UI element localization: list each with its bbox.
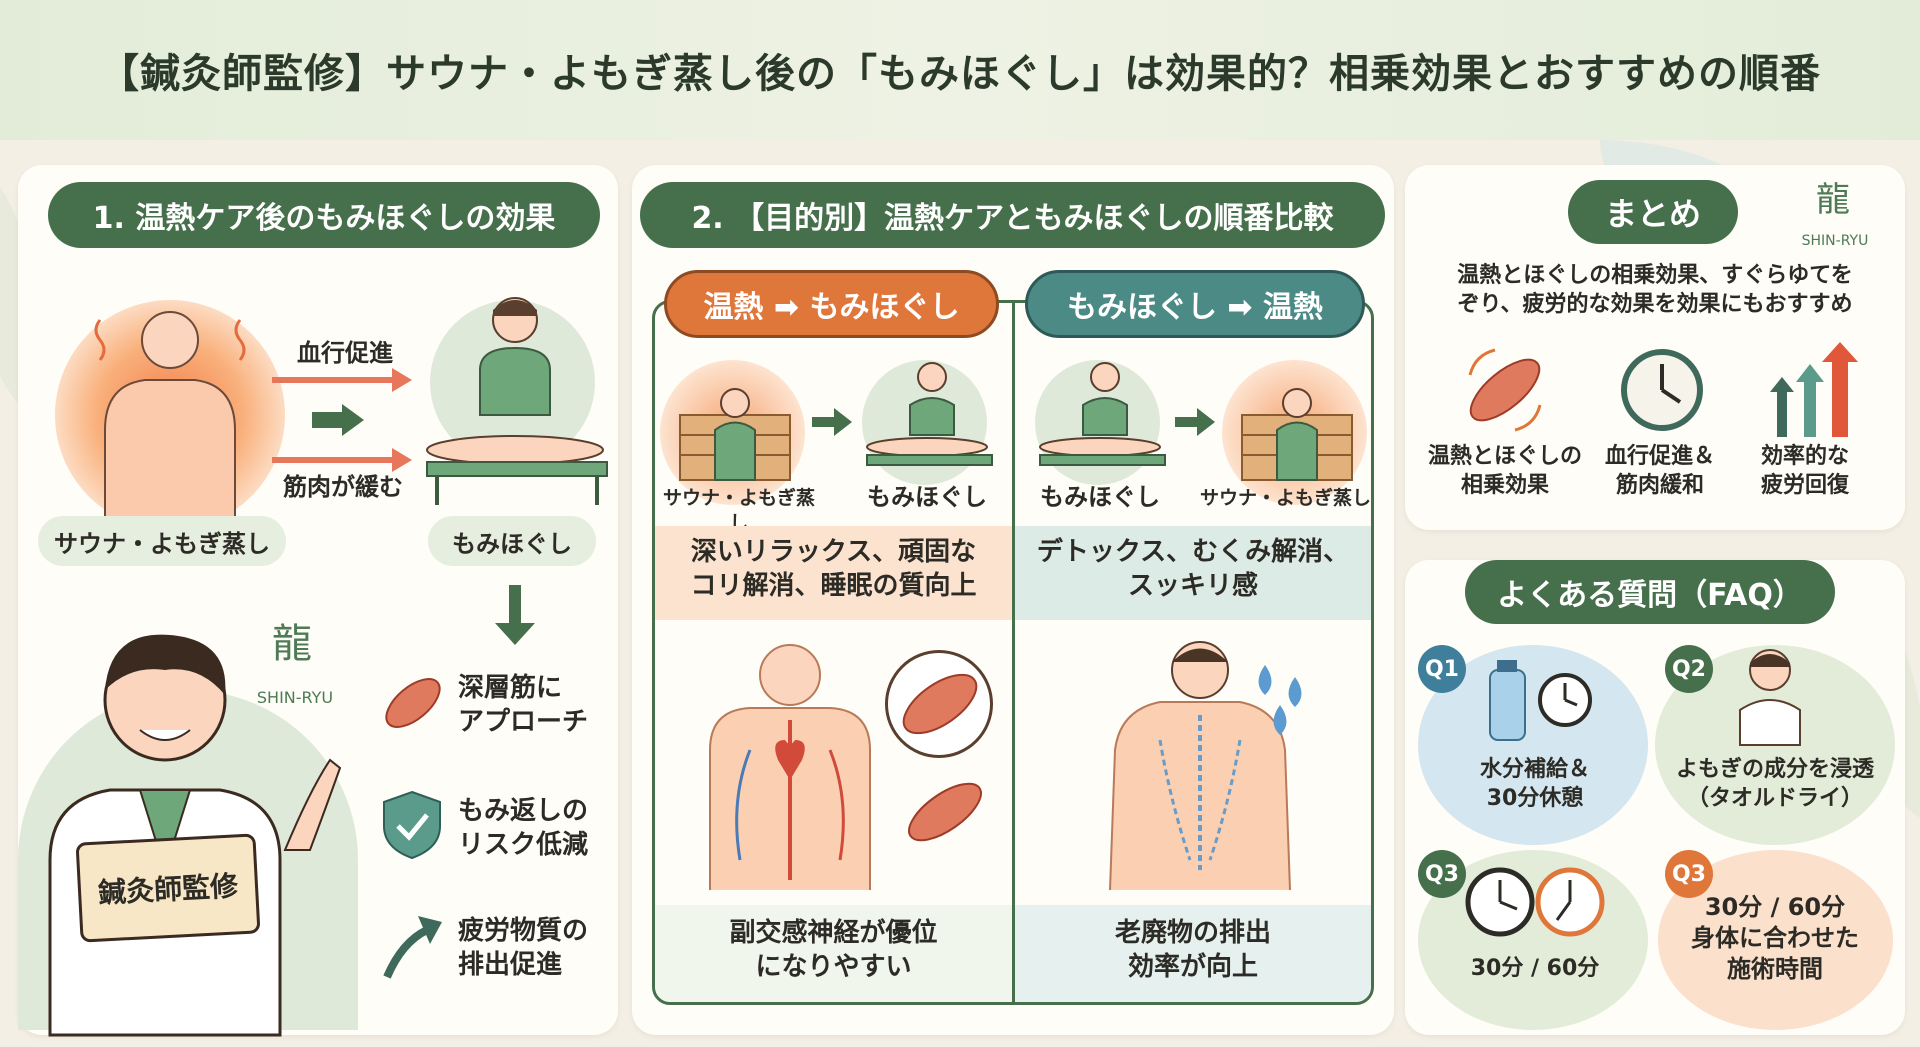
tab-heat-first[interactable]: 温熱 ➡ もみほぐし xyxy=(664,270,999,338)
summary-brand-kanji: 龍 xyxy=(1816,180,1850,220)
circulation-body-icon xyxy=(709,644,871,890)
left-effect: 深いリラックス、頑固な コリ解消、睡眠の質向上 xyxy=(655,526,1012,620)
muscle-icon xyxy=(1468,348,1542,432)
section2-heading: 2. 【目的別】温熱ケアともみほぐしの順番比較 xyxy=(640,182,1385,248)
benefit-deep-muscle: 深層筋に アプローチ xyxy=(458,673,589,737)
brand-name: SHIN-RYU xyxy=(256,688,334,707)
benefit-less-soreness: もみ返しの リスク低減 xyxy=(458,796,589,860)
massage-therapist-icon xyxy=(426,297,608,505)
sauna-label: サウナ・よもぎ蒸し xyxy=(38,516,286,566)
summary-heading: まとめ xyxy=(1568,180,1738,244)
benefit-fatigue-release: 疲労物質の 排出促進 xyxy=(458,916,589,980)
summary-item-circulation: 血行促進＆ 筋肉緩和 xyxy=(1604,444,1715,498)
faq-q2-badge: Q2 xyxy=(1665,645,1713,693)
massage-mini-icon xyxy=(1039,362,1166,466)
comparison-divider xyxy=(1012,300,1015,1005)
arrow-label-blood: 血行促進 xyxy=(297,339,393,367)
brand-kanji: 龍 xyxy=(272,621,312,667)
clock-icon xyxy=(1621,349,1703,431)
growth-arrows-icon xyxy=(1770,342,1858,437)
faq-q1-text: 水分補給＆ 30分休憩 xyxy=(1479,757,1590,811)
water-drop-icon xyxy=(1258,665,1302,735)
supervision-sign-text: 鍼灸師監修 xyxy=(97,869,239,910)
faq-q2-text: よもぎの成分を浸透 （タオルドライ） xyxy=(1675,757,1874,811)
faq-q3b-text: 30分 / 60分 身体に合わせた 施術時間 xyxy=(1691,893,1859,984)
left-bottom-effect: 副交感神経が優位 になりやすい xyxy=(655,905,1012,1002)
section1-heading: 1. 温熱ケア後のもみほぐしの効果 xyxy=(48,182,600,248)
faq-q3a-badge: Q3 xyxy=(1418,850,1466,898)
doctor-icon xyxy=(48,634,342,1037)
right-icon2-label: サウナ・よもぎ蒸し xyxy=(1199,487,1371,509)
water-bottle-icon xyxy=(1489,660,1592,741)
muscle-icon xyxy=(908,782,982,842)
tab-massage-first[interactable]: もみほぐし ➡ 温熱 xyxy=(1025,270,1365,338)
clocks-icon xyxy=(1465,867,1605,937)
sauna-booth-icon xyxy=(1241,388,1353,481)
right-icon1-label: もみほぐし xyxy=(1040,483,1160,511)
arrow-right-icon xyxy=(272,368,412,472)
sauna-booth-icon xyxy=(679,388,791,481)
muscle-zoom-icon xyxy=(902,673,978,735)
muscle-icon xyxy=(385,678,441,728)
summary-text: 温熱とほぐしの相乗効果、すぐらゆてを ぞり、疲労的な効果を効果にもおすすめ xyxy=(1457,263,1853,317)
summary-item-synergy: 温熱とほぐしの 相乗効果 xyxy=(1427,444,1582,498)
woman-towel-icon xyxy=(1739,649,1801,746)
arrow-right-icon xyxy=(1175,408,1215,436)
down-arrow-icon xyxy=(495,585,535,645)
page-header: 【鍼灸師監修】サウナ・よもぎ蒸し後の「もみほぐし」は効果的？相乗効果とおすすめの… xyxy=(0,0,1920,140)
page-title: 【鍼灸師監修】サウナ・よもぎ蒸し後の「もみほぐし」は効果的？相乗効果とおすすめの… xyxy=(99,51,1821,97)
sauna-person-icon xyxy=(94,311,246,530)
faq-q3b-badge: Q3 xyxy=(1665,850,1713,898)
massage-label: もみほぐし xyxy=(428,516,596,566)
arrow-label-muscle: 筋肉が緩む xyxy=(283,473,403,501)
summary-brand-name: SHIN-RYU xyxy=(1801,233,1869,249)
right-bottom-effect: 老廃物の排出 効率が向上 xyxy=(1015,905,1371,1002)
right-effect: デトックス、むくみ解消、 スッキリ感 xyxy=(1015,526,1371,620)
massage-mini-icon xyxy=(866,362,993,466)
upward-arrow-icon xyxy=(383,916,442,979)
arrow-right-icon xyxy=(812,408,852,436)
shield-check-icon xyxy=(383,790,441,860)
faq-q1-badge: Q1 xyxy=(1418,645,1466,693)
supervision-sign: 鍼灸師監修 xyxy=(75,833,261,943)
faq-heading: よくある質問（FAQ） xyxy=(1465,560,1835,624)
summary-item-recovery: 効率的な 疲労回復 xyxy=(1760,444,1849,498)
left-icon2-label: もみほぐし xyxy=(867,483,987,511)
faq-q3a-text: 30分 / 60分 xyxy=(1470,956,1600,981)
